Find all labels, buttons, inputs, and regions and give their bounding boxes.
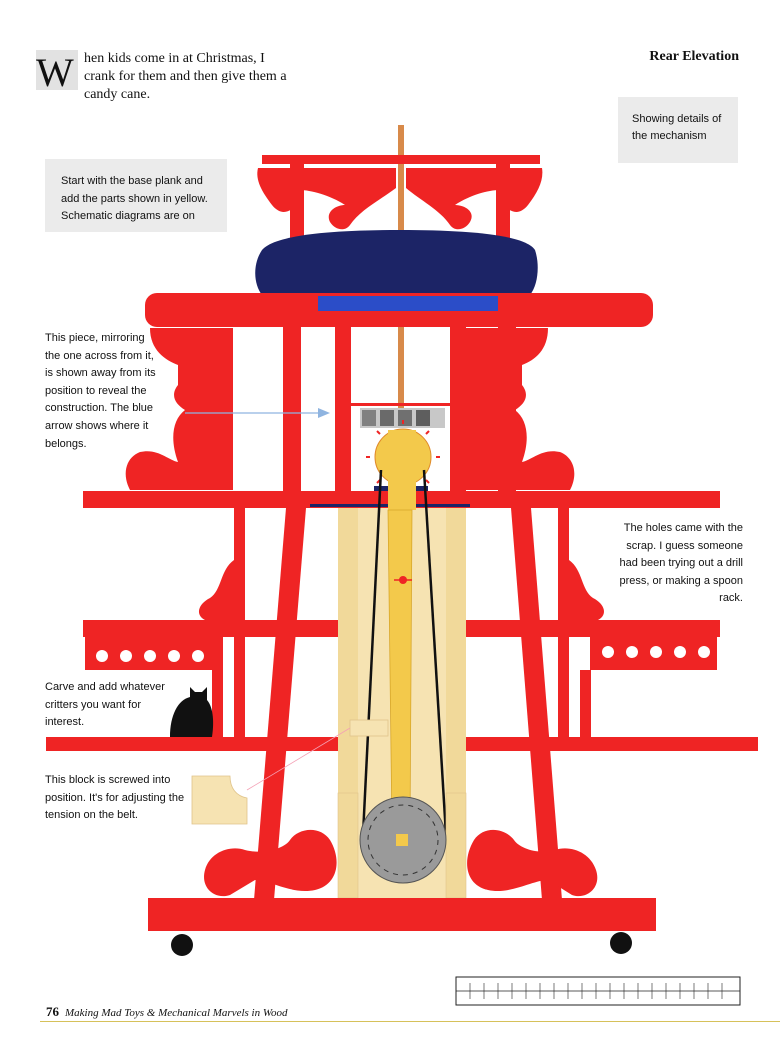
lower-post-right — [580, 670, 591, 738]
top-scroll-right — [500, 168, 543, 212]
upper-post-center-left — [335, 327, 351, 492]
footer-rule — [40, 1021, 780, 1022]
note-block-text: This block is screwed into position. It'… — [45, 774, 185, 822]
page-number: 76 — [46, 1004, 59, 1019]
yellow-crank-arm — [388, 430, 416, 510]
base-plank — [148, 898, 656, 931]
top-scroll-center-left — [300, 168, 396, 230]
blue-arrow-head — [318, 408, 330, 418]
wheel-left — [171, 934, 193, 956]
bottom-scroll-right — [467, 829, 598, 897]
holes-right — [602, 646, 710, 658]
note-mirror-piece: This piece, mirroring the one across fro… — [45, 330, 160, 453]
lower-post-left — [212, 637, 223, 737]
small-scroll-left — [198, 560, 234, 620]
intro-text: hen kids come in at Christmas, I crank f… — [84, 51, 287, 103]
lower-rail-right — [466, 737, 758, 751]
upper-post-inner-left — [283, 327, 301, 492]
note-base-plank-text: Start with the base plank and add the pa… — [61, 175, 208, 223]
lower-rail-left — [46, 737, 338, 751]
note-mirror-piece-text: This piece, mirroring the one across fro… — [45, 332, 156, 450]
blue-bar — [318, 296, 498, 311]
right-leg — [511, 508, 562, 900]
bottom-scroll-left — [204, 829, 337, 897]
shelf-left — [83, 620, 338, 637]
book-title: Making Mad Toys & Mechanical Marvels in … — [65, 1007, 288, 1019]
note-critters-text: Carve and add whatever critters you want… — [45, 681, 165, 729]
page-title: Rear Elevation — [649, 49, 739, 64]
top-rail — [262, 155, 540, 164]
drop-cap: W — [36, 50, 78, 93]
note-critters: Carve and add whatever critters you want… — [45, 679, 175, 732]
tension-block-detail — [191, 775, 248, 825]
left-scroll-bracket — [125, 328, 233, 490]
note-base-plank: Start with the base plank and add the pa… — [45, 159, 227, 232]
navy-cushion — [255, 230, 538, 295]
upper-post-center-right — [450, 327, 466, 492]
top-scroll-center-right — [406, 168, 500, 230]
scale-ruler — [455, 976, 741, 1006]
note-holes: The holes came with the scrap. I guess s… — [608, 520, 743, 608]
holes-left — [96, 650, 204, 662]
note-mechanism-text: Showing details of the mechanism — [632, 113, 722, 143]
top-scroll-left — [257, 168, 300, 212]
right-scroll-bracket — [466, 328, 575, 490]
belt-left — [361, 469, 383, 836]
yellow-lever — [387, 509, 413, 831]
gear-frame — [351, 403, 450, 406]
note-holes-text: The holes came with the scrap. I guess s… — [619, 522, 743, 605]
black-cat — [170, 687, 214, 737]
tension-block-small — [349, 719, 389, 737]
page-footer: 76 Making Mad Toys & Mechanical Marvels i… — [46, 1004, 288, 1020]
belt-right — [422, 469, 448, 836]
note-mechanism: Showing details of the mechanism — [618, 97, 738, 163]
left-leg — [254, 508, 306, 900]
note-block: This block is screwed into position. It'… — [45, 772, 190, 825]
block-pointer-line — [246, 727, 351, 791]
small-scroll-right — [569, 560, 605, 620]
shelf-right — [466, 620, 720, 637]
wheel-right — [610, 932, 632, 954]
